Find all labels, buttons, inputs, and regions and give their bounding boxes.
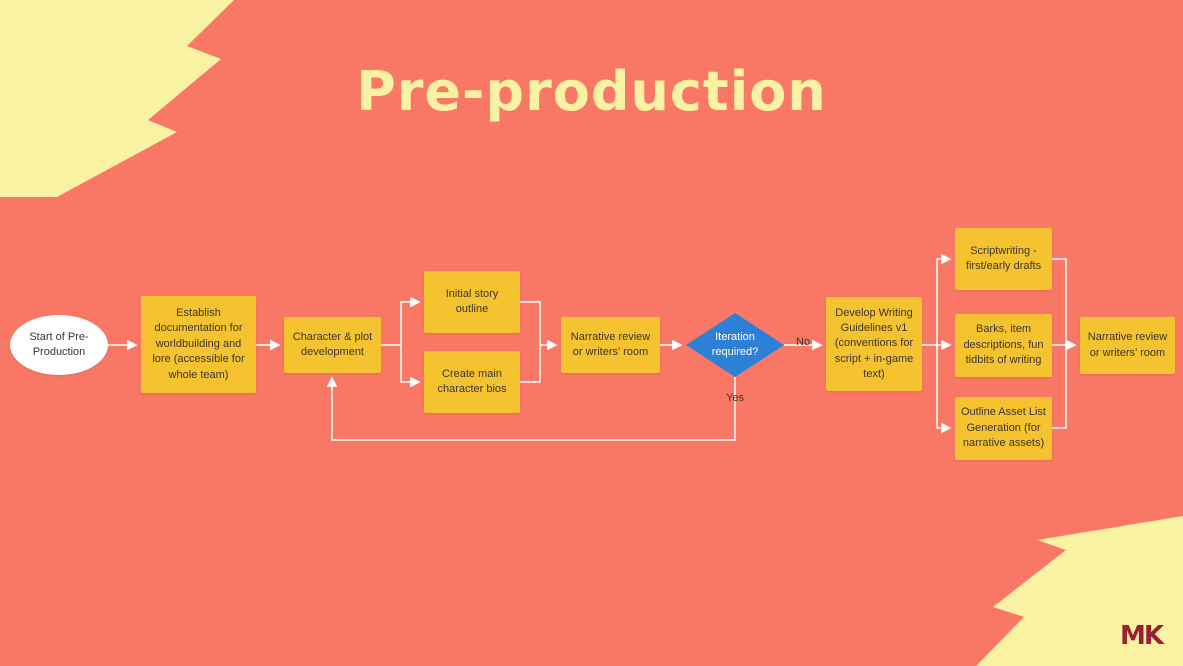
node-create-character-bios: Create main character bios xyxy=(424,351,520,413)
zigzag-decoration-bottom-right xyxy=(976,516,1183,666)
page-title: Pre-production xyxy=(356,60,827,123)
zigzag-decoration-top-left xyxy=(0,0,234,197)
mk-logo: MK xyxy=(1119,621,1164,651)
node-writing-guidelines: Develop Writing Guidelines v1 (conventio… xyxy=(826,297,922,391)
node-scriptwriting-drafts: Scriptwriting - first/early drafts xyxy=(955,228,1052,290)
node-narrative-review-2: Narrative review or writers’ room xyxy=(1080,317,1175,374)
node-narrative-review-1: Narrative review or writers’ room xyxy=(561,317,660,373)
node-character-plot-development: Character & plot development xyxy=(284,317,381,373)
connectors xyxy=(108,253,1077,441)
node-barks-descriptions: Barks, item descriptions, fun tidbits of… xyxy=(955,314,1052,377)
edge-label-yes: Yes xyxy=(726,392,744,404)
node-start: Start of Pre-Production xyxy=(10,315,108,375)
node-initial-story-outline: Initial story outline xyxy=(424,271,520,333)
edge-label-no: No xyxy=(796,336,811,348)
node-asset-list-generation: Outline Asset List Generation (for narra… xyxy=(955,397,1052,460)
node-establish-documentation: Establish documentation for worldbuildin… xyxy=(141,296,256,393)
